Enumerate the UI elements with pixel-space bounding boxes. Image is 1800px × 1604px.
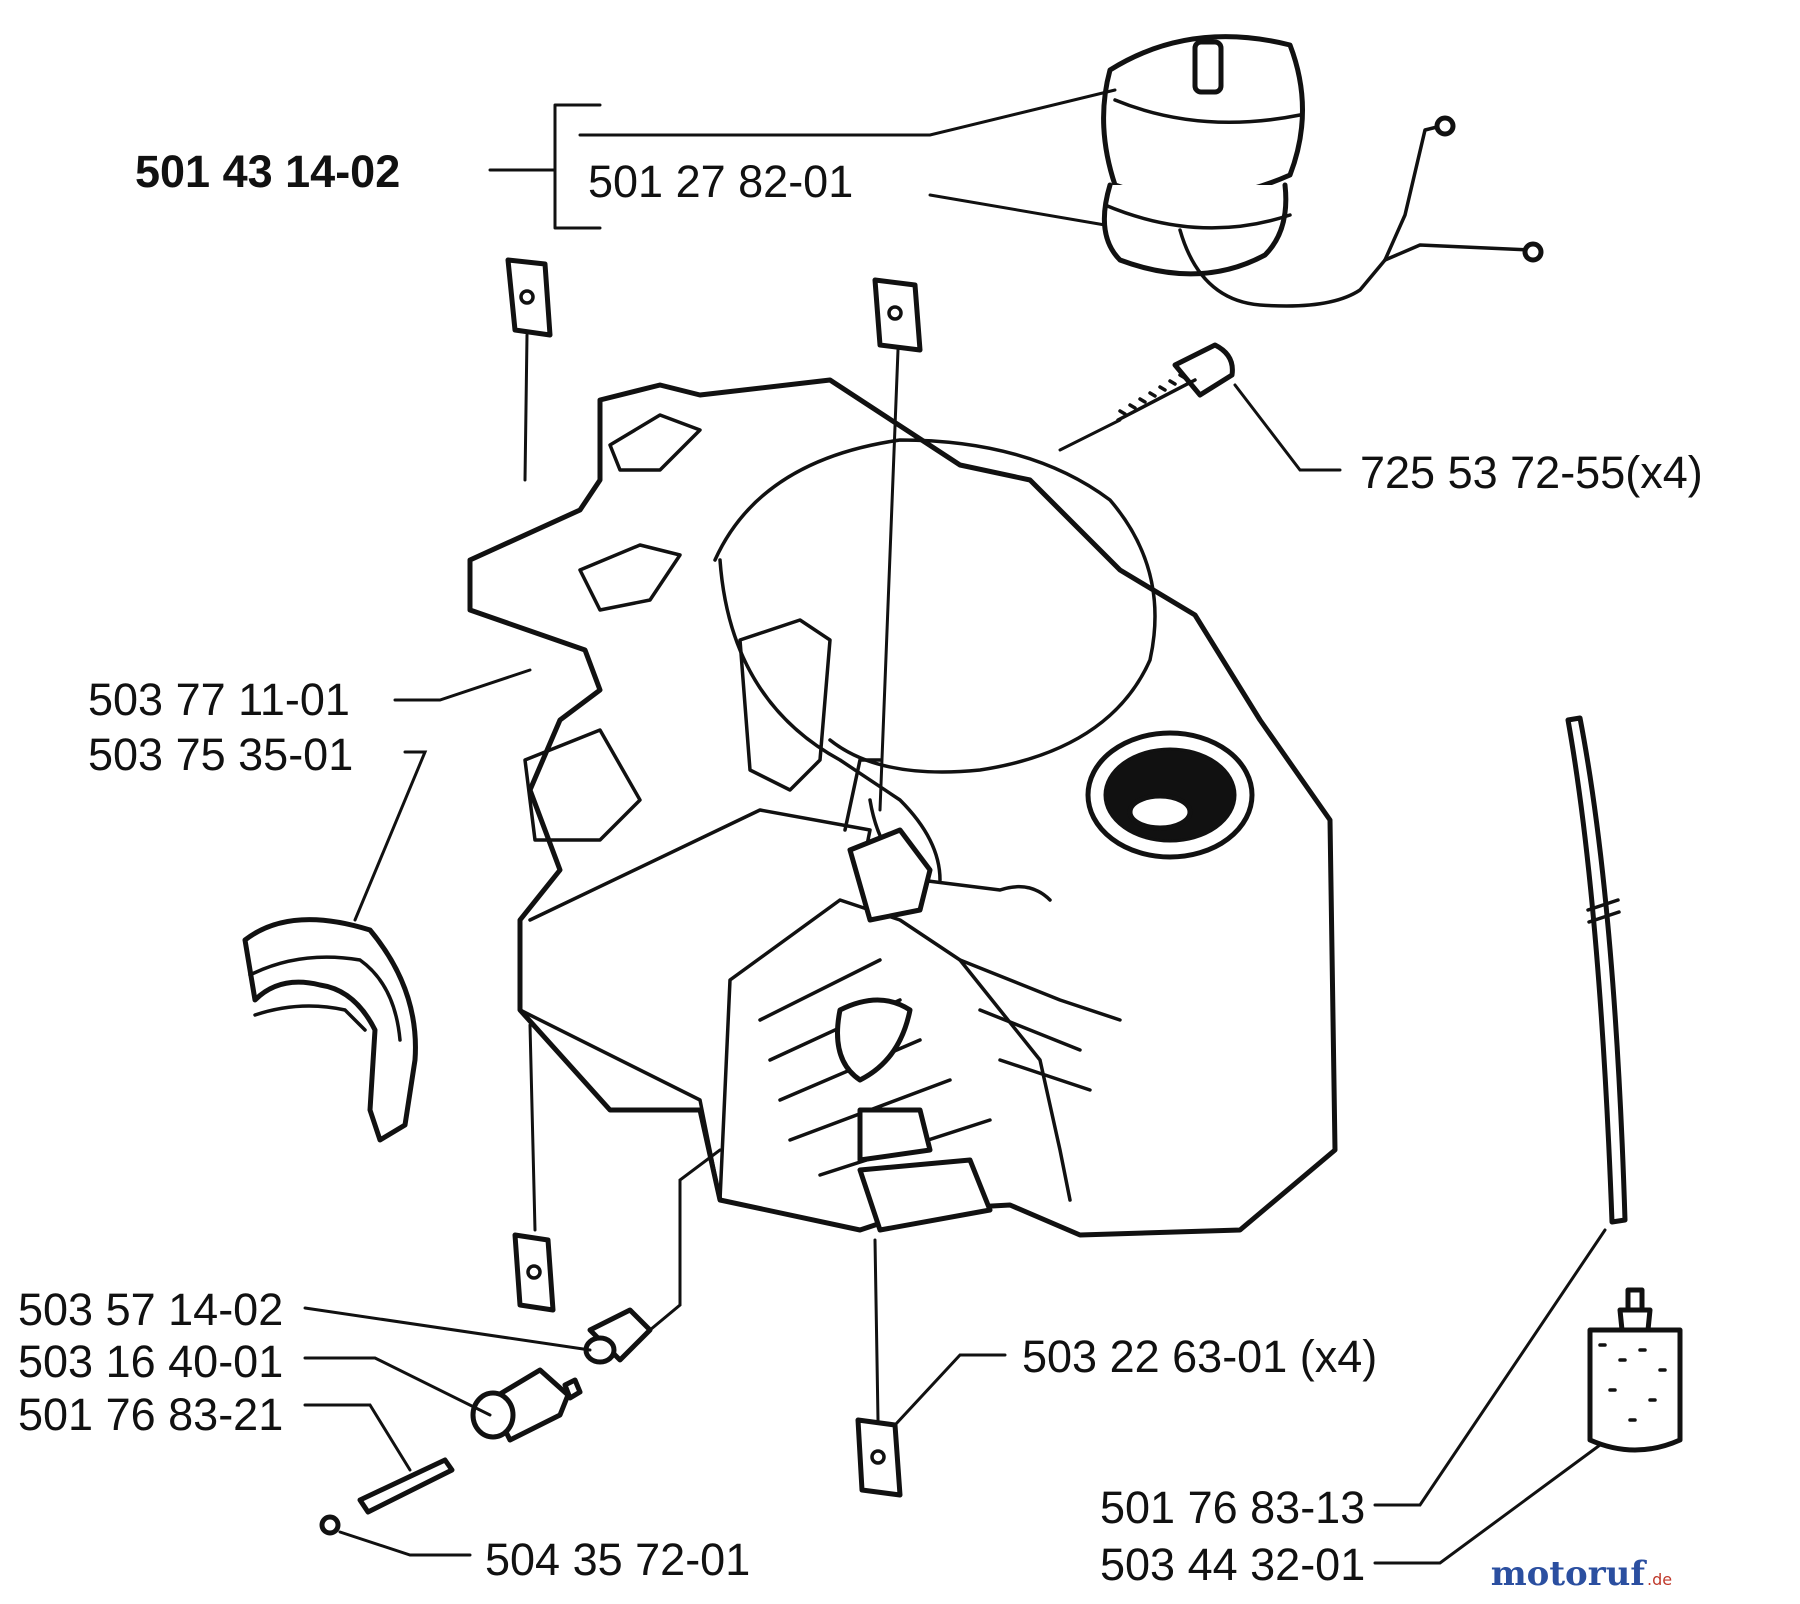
clip-bottom-right: [855, 1417, 903, 1498]
fuel-hose-drawing: [1565, 715, 1628, 1225]
label-washer: 504 35 72-01: [485, 1534, 750, 1585]
label-screw: 725 53 72-55(x4): [1360, 447, 1703, 498]
label-housing: 503 77 11-01: [88, 674, 350, 725]
label-hose: 501 76 83-21: [18, 1389, 283, 1440]
label-assembly-number: 501 43 14-02: [135, 146, 400, 197]
fuel-filter-drawing: [1587, 1287, 1683, 1453]
filter-drawing: [470, 1367, 583, 1443]
fitting-drawing: [583, 1307, 653, 1365]
label-fuel-hose: 501 76 83-13: [1100, 1482, 1365, 1533]
clip-top-middle: [872, 277, 923, 353]
watermark-logo: motoruf: [1491, 1554, 1648, 1594]
washer-drawing: [319, 1514, 341, 1536]
label-cap-part: 501 27 82-01: [588, 156, 853, 207]
watermark: motoruf .de: [1491, 1554, 1672, 1594]
label-fuel-filter: 503 44 32-01: [1100, 1539, 1365, 1590]
hose-drawing: [357, 1457, 455, 1515]
part-labels: 501 43 14-02 501 27 82-01 725 53 72-55(x…: [18, 146, 1703, 1590]
label-fitting: 503 57 14-02: [18, 1284, 283, 1335]
clip-bottom-left: [512, 1232, 556, 1313]
watermark-suffix: .de: [1647, 1570, 1672, 1589]
label-insert: 503 75 35-01: [88, 729, 353, 780]
insert-drawing: [242, 917, 418, 1143]
leader-lines: [303, 88, 1607, 1565]
clip-top-left: [505, 257, 553, 338]
label-filter: 503 16 40-01: [18, 1336, 283, 1387]
fuel-cap-drawing: [1101, 34, 1544, 308]
tank-housing-drawing: [467, 377, 1338, 1238]
screw-drawing: [1116, 342, 1235, 422]
label-clip: 503 22 63-01 (x4): [1022, 1331, 1377, 1382]
